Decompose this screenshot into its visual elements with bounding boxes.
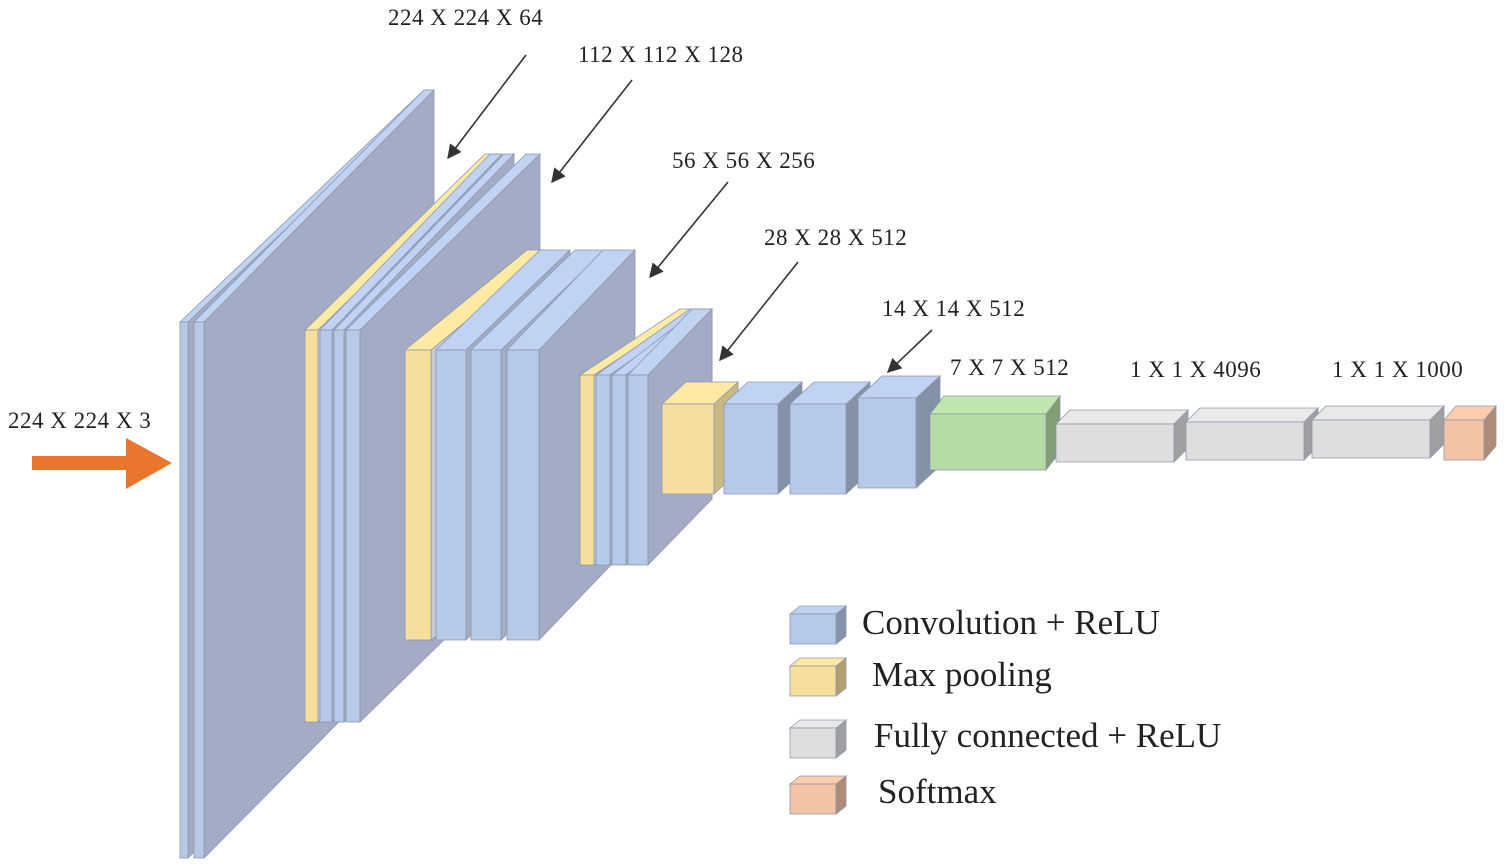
legend-conv-swatch — [788, 605, 848, 645]
legend-pool-swatch-top — [788, 657, 848, 667]
fc3-block-front — [1311, 419, 1431, 459]
block2-conv-slab-2-front — [333, 329, 345, 723]
pool5-block — [929, 394, 1061, 472]
legend-conv-swatch-front — [789, 613, 837, 645]
block1-dim-label: 224 X 224 X 64 — [388, 5, 544, 30]
legend-swatches — [788, 605, 848, 815]
block4-conv-slab-2-front — [611, 374, 627, 566]
legend-softmax-swatch — [788, 775, 848, 815]
input-conv-slab-2-front — [193, 321, 205, 859]
layer-blocks — [178, 89, 1497, 859]
softmax-block — [1443, 404, 1497, 462]
legend-fc-label: Fully connected + ReLU — [874, 716, 1222, 755]
block5-pool-cube-front — [661, 403, 715, 495]
block4-pool-slab-front — [579, 374, 595, 566]
fc-dim-label: 1 X 1 X 4096 — [1130, 357, 1262, 382]
fc2-block-front — [1185, 421, 1305, 461]
block5-pointer-arrow — [886, 329, 933, 373]
block4-conv-slab-3-front — [627, 374, 649, 566]
block4-pointer-arrow — [719, 261, 799, 362]
legend-fc-swatch-front — [789, 727, 837, 759]
legend-pool-swatch — [788, 657, 848, 697]
legend-softmax-swatch-front — [789, 783, 837, 815]
legend-fc-swatch-top — [788, 719, 848, 729]
block4-dim-label: 28 X 28 X 512 — [764, 225, 908, 250]
block2-pointer-arrow — [551, 79, 633, 184]
input-dim-label: 224 X 224 X 3 — [8, 408, 152, 433]
block5-conv-cube-1-front — [723, 403, 779, 495]
pool5-block-top — [929, 395, 1061, 415]
block3-pointer-arrow — [649, 181, 729, 279]
fc2-block — [1185, 407, 1319, 461]
block5-dim-label: 14 X 14 X 512 — [882, 296, 1026, 321]
block5-conv-cube-3 — [856, 375, 942, 489]
input-arrow — [32, 438, 172, 489]
legend-softmax-label: Softmax — [878, 772, 997, 811]
legend-softmax-swatch-top — [788, 775, 848, 785]
dimension-pointer-arrows — [447, 54, 933, 373]
block5-conv-cube-3-front — [857, 397, 917, 489]
block3-pool-slab-front — [404, 349, 432, 641]
block3-conv-slab-3-front — [506, 349, 540, 641]
softmax-block-front — [1443, 419, 1485, 461]
legend-conv-swatch-top — [788, 605, 848, 615]
legend-fc-swatch — [788, 719, 848, 759]
fc1-block-top — [1055, 409, 1189, 425]
block2-pool-slab-front — [304, 329, 319, 723]
input-conv-slab-1-front — [179, 321, 189, 859]
fc3-block-top — [1311, 405, 1445, 421]
block1-pointer-arrow — [447, 54, 527, 160]
legend-pool-swatch-front — [789, 665, 837, 697]
block2-conv-slab-3-front — [345, 329, 361, 723]
fc1-block-front — [1055, 423, 1175, 463]
fc1-block — [1055, 409, 1189, 463]
block3-conv-slab-1-front — [435, 349, 467, 641]
pool5-dim-label: 7 X 7 X 512 — [950, 355, 1070, 380]
softmax-dim-label: 1 X 1 X 1000 — [1332, 357, 1464, 382]
legend-conv-label: Convolution + ReLU — [862, 603, 1160, 642]
pool5-block-front — [929, 413, 1047, 471]
block3-conv-slab-2-front — [470, 349, 502, 641]
block4-conv-slab-1-front — [595, 374, 611, 566]
block3-dim-label: 56 X 56 X 256 — [672, 148, 816, 173]
legend-pool-label: Max pooling — [872, 655, 1052, 694]
fc3-block — [1311, 405, 1445, 459]
block5-conv-cube-2-front — [789, 403, 847, 495]
fc2-block-top — [1185, 407, 1319, 423]
block2-conv-slab-1-front — [319, 329, 333, 723]
block2-dim-label: 112 X 112 X 128 — [578, 42, 744, 67]
